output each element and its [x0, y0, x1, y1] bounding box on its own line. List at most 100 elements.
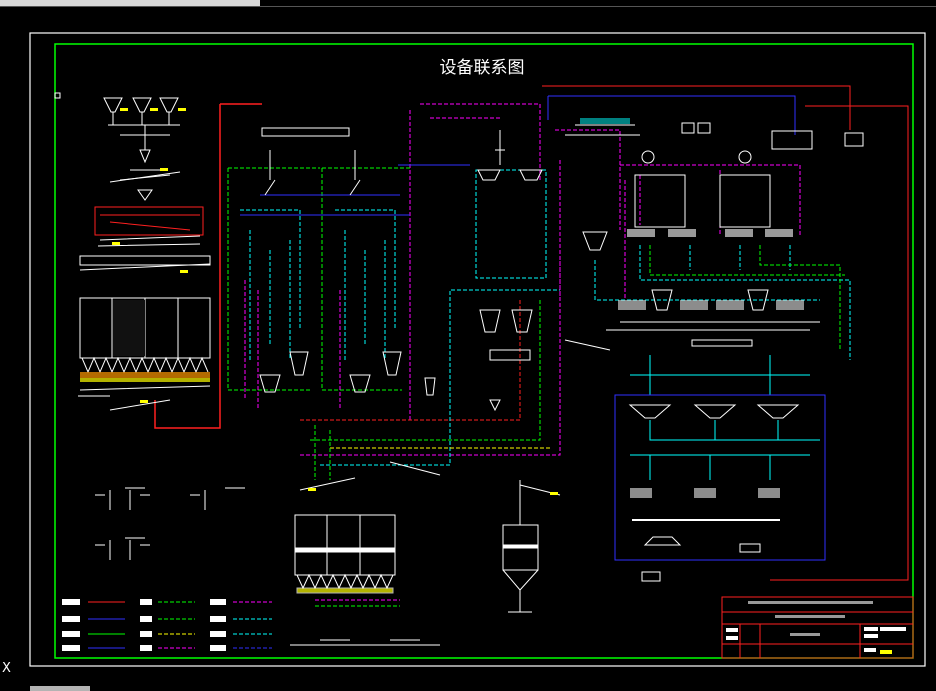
splitter-icon: [137, 189, 153, 201]
pump-block: [627, 229, 655, 237]
white-feed: [495, 130, 505, 165]
status-marker: [30, 686, 90, 691]
label-tag: [178, 108, 186, 111]
control-box: [844, 132, 864, 147]
blue-frame: [614, 394, 826, 561]
motor-icon: [641, 150, 655, 164]
legend: [62, 599, 272, 651]
legend-swatch-box: [210, 616, 226, 622]
cyan-top-line: [580, 118, 630, 124]
top-bar-strip: [0, 0, 260, 6]
motor-icon: [738, 150, 752, 164]
label-tag: [140, 400, 148, 403]
filter-unit: [694, 488, 716, 498]
red-unit: [94, 206, 204, 236]
screen-unit: [489, 349, 531, 361]
bin-band: [295, 547, 395, 553]
legend-swatch-box: [62, 616, 80, 622]
red-riser: [154, 103, 262, 429]
title-block-cell: [864, 634, 878, 638]
pump-set-icon: [95, 487, 150, 510]
white-lines: [264, 150, 361, 196]
silo-cone: [502, 569, 539, 591]
label-tag: [120, 108, 128, 111]
legend-swatch-box: [140, 631, 152, 637]
legend-swatch-box: [140, 616, 152, 622]
collector-line: [606, 321, 820, 331]
legend-swatch-box: [210, 599, 226, 605]
bundle-green: [310, 300, 541, 441]
bottom-left-parts: [95, 487, 245, 560]
bin-dividers: [326, 515, 361, 575]
green-loop-right: [321, 167, 410, 391]
tank: [719, 174, 771, 228]
bundle-red: [300, 300, 521, 421]
display-box: [697, 122, 711, 134]
pump-set-icon: [190, 487, 245, 510]
green-net: [649, 245, 845, 350]
hopper-icon: [132, 97, 152, 113]
outer-frame: [29, 32, 926, 667]
blue-loop: [547, 95, 796, 135]
conveyor-line: [109, 171, 181, 183]
thickener-icon: [693, 404, 737, 419]
pump-block: [765, 229, 793, 237]
magenta-lines-a: [244, 280, 341, 410]
cyclone-icon: [511, 309, 533, 333]
cyclone-icon: [747, 289, 769, 311]
label-tag: [112, 242, 120, 245]
center-group: [299, 129, 621, 496]
silo-chute: [508, 480, 532, 613]
pump-block: [668, 229, 696, 237]
screen-line: [97, 235, 201, 247]
title-block-grid: [722, 611, 913, 658]
center-left-group: [227, 103, 561, 480]
blue-lines: [240, 164, 470, 216]
top-bar-rule: [0, 6, 936, 7]
filter-unit: [618, 300, 646, 310]
bundle-magenta: [300, 260, 561, 456]
bottom-bins: [290, 480, 539, 646]
pump-set-icon: [95, 537, 150, 560]
label-tag: [150, 108, 158, 111]
left-process-group: [78, 97, 262, 429]
title-block: [721, 596, 914, 659]
storage-bin: [294, 514, 396, 576]
conveyor-diag: [299, 339, 611, 496]
cyclone-icon: [382, 351, 402, 376]
fan-icon: [489, 399, 501, 412]
legend-swatch-box: [62, 645, 80, 651]
pump-block: [725, 229, 753, 237]
clarifier-icon: [643, 536, 682, 546]
label-tag: [180, 270, 188, 273]
top-conveyor: [261, 127, 350, 137]
display-box: [681, 122, 695, 134]
display-box: [739, 543, 761, 553]
legend-swatch-box: [62, 599, 80, 605]
filter-unit: [630, 488, 652, 498]
title-block-cell: [880, 627, 906, 631]
separator-icon: [477, 169, 543, 181]
bottom-conveyor: [290, 639, 440, 646]
feeder-row: [80, 372, 210, 378]
right-top-group: [542, 85, 909, 581]
feeder-row-2: [80, 378, 210, 382]
belt-arrow: [79, 263, 211, 271]
title-block-frame: [721, 596, 914, 659]
title-block-cell: [726, 628, 738, 632]
cyclone-icon: [582, 231, 608, 251]
ucs-icon: X: [2, 661, 11, 676]
title-block-cell: [864, 627, 878, 631]
green-loop-left: [227, 167, 320, 391]
control-box: [771, 130, 813, 150]
right-bottom-group: [614, 394, 826, 582]
red-right-edge: [770, 105, 909, 581]
label-tag: [160, 168, 168, 171]
display-box: [641, 571, 661, 582]
filter-unit: [680, 300, 708, 310]
frame-marker: [54, 92, 61, 99]
cyclone-icon: [349, 374, 371, 393]
magenta-loop: [409, 103, 541, 420]
silo-band: [503, 544, 538, 549]
